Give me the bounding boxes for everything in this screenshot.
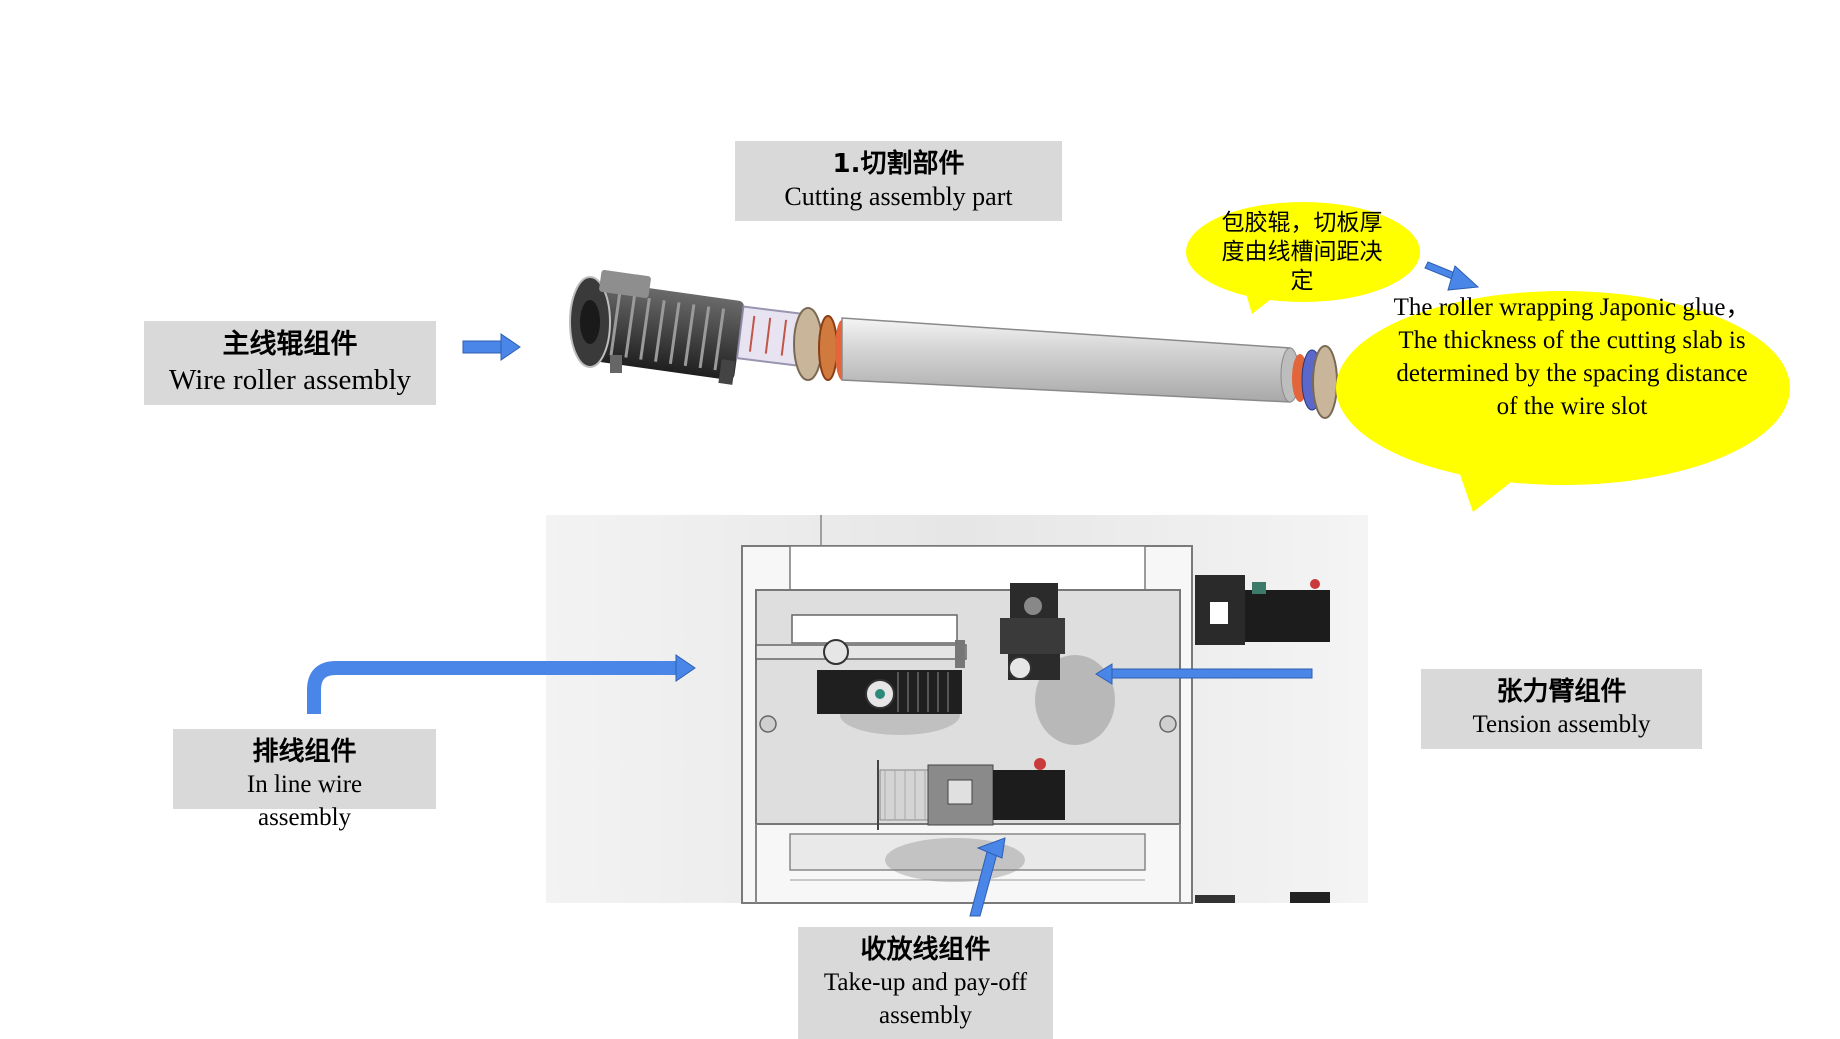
- label-tension-assembly: 张力臂组件 Tension assembly: [1421, 669, 1702, 749]
- label-tension-assembly-en: Tension assembly: [1472, 711, 1651, 738]
- callout-zh-text: 包胶辊，切板厚度由线槽间距决定: [1221, 210, 1383, 294]
- label-wire-roller-assembly-en: Wire roller assembly: [168, 364, 412, 396]
- label-cutting-assembly: 1.切割部件 Cutting assembly part: [735, 141, 1062, 221]
- label-wire-roller-assembly: 主线辊组件 Wire roller assembly: [144, 321, 436, 405]
- arrow-from-inline-wire: [307, 654, 696, 714]
- label-inline-wire-assembly-zh: 排线组件: [252, 737, 357, 767]
- motor-render: [569, 270, 745, 385]
- callout-en-text: The roller wrapping Japonic glue，The thi…: [1393, 294, 1751, 420]
- label-takeup-payoff-assembly-zh: 收放线组件: [860, 935, 991, 965]
- label-tension-assembly-zh: 张力臂组件: [1496, 677, 1627, 707]
- label-cutting-assembly-zh: 1.切割部件: [832, 149, 965, 179]
- label-inline-wire-assembly-en: In line wire assembly: [246, 771, 363, 831]
- arrow-to-callout-en: [1424, 261, 1480, 291]
- label-takeup-payoff-assembly-en: Take-up and pay-off assembly: [823, 969, 1028, 1029]
- callout-bubble-zh: [1186, 202, 1420, 314]
- label-wire-roller-assembly-zh: 主线辊组件: [222, 329, 358, 360]
- arrow-from-takeup: [969, 837, 1006, 917]
- machine-front-render: [546, 515, 1368, 904]
- label-takeup-payoff-assembly: 收放线组件 Take-up and pay-off assembly: [798, 927, 1053, 1039]
- label-cutting-assembly-en: Cutting assembly part: [784, 182, 1013, 211]
- wire-roller-render: [569, 270, 1338, 419]
- label-inline-wire-assembly: 排线组件 In line wire assembly: [173, 729, 436, 831]
- arrow-to-wire-roller: [462, 333, 521, 361]
- arrow-to-tension: [1095, 663, 1313, 685]
- callout-bubble-en: [1336, 291, 1790, 512]
